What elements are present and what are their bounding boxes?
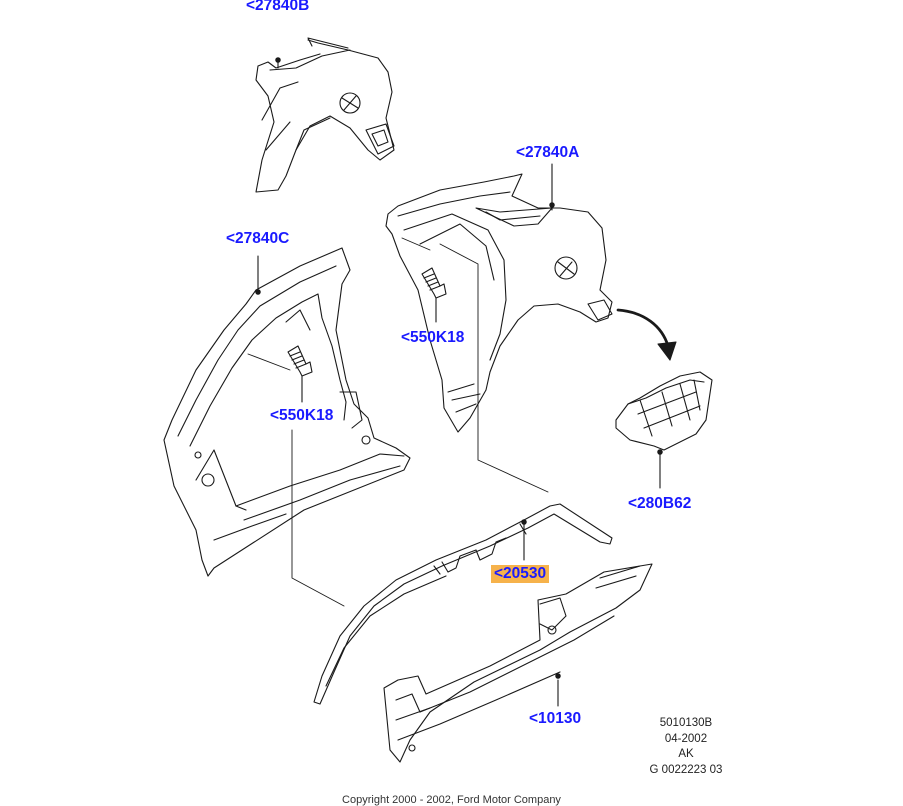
screw-left (287, 345, 313, 403)
part-label-27840c[interactable]: <27840C (226, 230, 290, 247)
drawing-date: 04-2002 (664, 732, 708, 745)
drawing-code: AK (678, 748, 694, 760)
side-panel-left (163, 247, 411, 577)
part-label-27840a[interactable]: <27840A (516, 144, 580, 161)
vent-grille (615, 371, 713, 489)
quarter-panel-right (385, 163, 613, 433)
rocker-sill-panel (383, 563, 653, 763)
roof-rail-strip (313, 503, 613, 705)
part-label-550k18-right[interactable]: <550K18 (401, 329, 465, 346)
part-label-20530[interactable]: <20530 (491, 565, 550, 583)
leader-lines (247, 237, 549, 607)
drawing-reference: G 0022223 03 (649, 763, 723, 776)
part-label-27840b[interactable]: <27840B (246, 0, 310, 14)
drawing-number: 5010130B (659, 717, 713, 729)
curved-arrow-icon (616, 308, 677, 361)
part-label-550k18-left[interactable]: <550K18 (270, 407, 334, 424)
quarter-panel-top (255, 37, 395, 193)
part-label-10130[interactable]: <10130 (529, 710, 582, 727)
drawing-info-block: 5010130B 04-2002 AK G 0022223 03 (640, 716, 732, 778)
part-label-280b62[interactable]: <280B62 (628, 495, 692, 512)
screw-right (421, 267, 447, 323)
copyright-notice: Copyright 2000 - 2002, Ford Motor Compan… (342, 794, 561, 806)
